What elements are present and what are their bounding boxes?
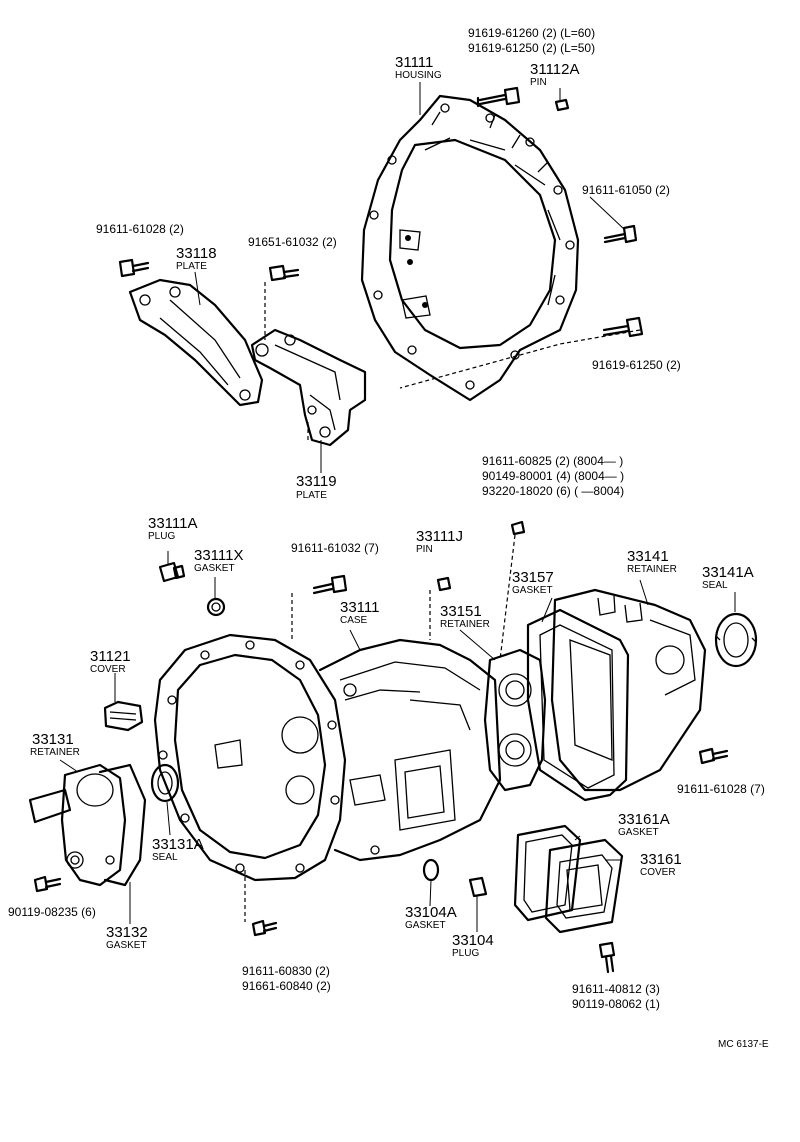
label-pin-31112a-name: PIN bbox=[530, 77, 547, 88]
label-washer-18020: 93220-18020 (6) ( —8004) bbox=[482, 484, 624, 498]
plate-33118 bbox=[128, 278, 264, 407]
pin-33111j-icon bbox=[436, 576, 452, 592]
leader-lines bbox=[59, 82, 736, 932]
plug-33104-icon bbox=[468, 876, 488, 898]
plate-33119 bbox=[250, 328, 367, 447]
label-bolt-60840: 91661-60840 (2) bbox=[242, 979, 331, 993]
cover-33161 bbox=[544, 838, 624, 934]
label-retainer-33141-name: RETAINER bbox=[627, 564, 677, 575]
label-plug-33111a-name: PLUG bbox=[148, 531, 175, 542]
label-bolt-60830: 91611-60830 (2) bbox=[242, 964, 330, 978]
label-seal-33141a-name: SEAL bbox=[702, 580, 728, 591]
gasket-33132 bbox=[98, 763, 147, 887]
label-gasket-33111x-num: 33111X bbox=[194, 547, 244, 564]
label-pin-33111j-num: 33111J bbox=[416, 528, 463, 545]
label-case-num: 33111 bbox=[340, 599, 380, 616]
label-bolt-61028b: 91611-61028 (7) bbox=[677, 782, 765, 796]
label-housing-num: 31111 bbox=[395, 54, 433, 71]
label-cover-33161-name: COVER bbox=[640, 867, 676, 878]
bolt-61032a-icon bbox=[268, 264, 300, 282]
bolt-60825-icon bbox=[510, 520, 526, 536]
pin-31112a-icon bbox=[554, 98, 570, 112]
label-gasket-33132-num: 33132 bbox=[106, 924, 148, 941]
label-gasket-33157-num: 33157 bbox=[512, 569, 554, 586]
label-retainer-33131-num: 33131 bbox=[32, 731, 74, 748]
bolt-61028a-icon bbox=[118, 258, 150, 278]
bolt-08235-icon bbox=[33, 875, 62, 893]
label-bolt-61250a: 91619-61250 (2) (L=50) bbox=[468, 41, 595, 55]
label-plate-33118-num: 33118 bbox=[176, 245, 217, 262]
label-pin-31112a-num: 31112A bbox=[530, 61, 580, 78]
retainer-33141 bbox=[550, 588, 707, 792]
plug-33111a-icon bbox=[158, 561, 186, 583]
cover-31121 bbox=[103, 700, 144, 732]
label-plate-33118-name: PLATE bbox=[176, 261, 207, 272]
bolt-60830-icon bbox=[251, 919, 278, 937]
bolt-61032b-icon bbox=[312, 574, 348, 595]
gasket-33157 bbox=[526, 608, 630, 802]
label-housing-name: HOUSING bbox=[395, 70, 442, 81]
bolt-61050-icon bbox=[603, 224, 638, 244]
label-bolt-61032a: 91651-61032 (2) bbox=[248, 235, 337, 249]
label-retainer-33141-num: 33141 bbox=[627, 548, 669, 565]
label-bolt-61032b: 91611-61032 (7) bbox=[291, 541, 379, 555]
label-bolt-08062: 90119-08062 (1) bbox=[572, 997, 660, 1011]
label-retainer-33131-name: RETAINER bbox=[30, 747, 80, 758]
label-bolt-61260: 91619-61260 (2) (L=60) bbox=[468, 26, 595, 40]
label-case-name: CASE bbox=[340, 615, 368, 626]
label-gasket-33157-name: GASKET bbox=[512, 585, 553, 596]
label-plate-33119-name: PLATE bbox=[296, 490, 327, 501]
bolt-61260-icon bbox=[476, 86, 521, 108]
label-gasket-33161a-name: GASKET bbox=[618, 827, 659, 838]
label-bolt-08235: 90119-08235 (6) bbox=[8, 905, 96, 919]
retainer-33131 bbox=[28, 763, 127, 887]
seal-33141a bbox=[714, 612, 758, 668]
label-bolt-40812: 91611-40812 (3) bbox=[572, 982, 660, 996]
bolt-40812-icon bbox=[598, 941, 616, 974]
label-seal-33131a-num: 33131A bbox=[152, 836, 204, 853]
seal-33131a bbox=[150, 763, 180, 803]
label-bolt-80001: 90149-80001 (4) (8004— ) bbox=[482, 469, 624, 483]
label-seal-33131a-name: SEAL bbox=[152, 852, 178, 863]
label-plug-33104-name: PLUG bbox=[452, 948, 479, 959]
label-gasket-33111x-name: GASKET bbox=[194, 563, 235, 574]
retainer-33151 bbox=[483, 648, 547, 792]
label-bolt-61250b: 91619-61250 (2) bbox=[592, 358, 681, 372]
label-plate-33119-num: 33119 bbox=[296, 473, 337, 490]
gasket-33104a-icon bbox=[422, 858, 440, 882]
label-cover-31121-num: 31121 bbox=[90, 648, 131, 665]
label-cover-31121-name: COVER bbox=[90, 664, 126, 675]
label-seal-33141a-num: 33141A bbox=[702, 564, 754, 581]
label-retainer-33151-num: 33151 bbox=[440, 603, 482, 620]
bolt-61250b-icon bbox=[602, 316, 644, 338]
label-pin-33111j-name: PIN bbox=[416, 544, 433, 555]
label-bolt-61028a: 91611-61028 (2) bbox=[96, 222, 184, 236]
label-retainer-33151-name: RETAINER bbox=[440, 619, 490, 630]
label-cover-33161-num: 33161 bbox=[640, 851, 682, 868]
label-bolt-60825: 91611-60825 (2) (8004— ) bbox=[482, 454, 623, 468]
label-gasket-33132-name: GASKET bbox=[106, 940, 147, 951]
label-plug-33111a-num: 33111A bbox=[148, 515, 198, 532]
diagram-reference-code: MC 6137-E bbox=[718, 1039, 769, 1050]
gasket-33111x-icon bbox=[206, 597, 226, 617]
clutch-housing bbox=[360, 94, 580, 402]
transmission-case bbox=[153, 633, 502, 882]
label-gasket-33161a-num: 33161A bbox=[618, 811, 670, 828]
bolt-61028b-icon bbox=[698, 747, 729, 765]
label-gasket-33104a-name: GASKET bbox=[405, 920, 446, 931]
label-bolt-61050: 91611-61050 (2) bbox=[582, 183, 670, 197]
label-plug-33104-num: 33104 bbox=[452, 932, 494, 949]
label-gasket-33104a-num: 33104A bbox=[405, 904, 457, 921]
